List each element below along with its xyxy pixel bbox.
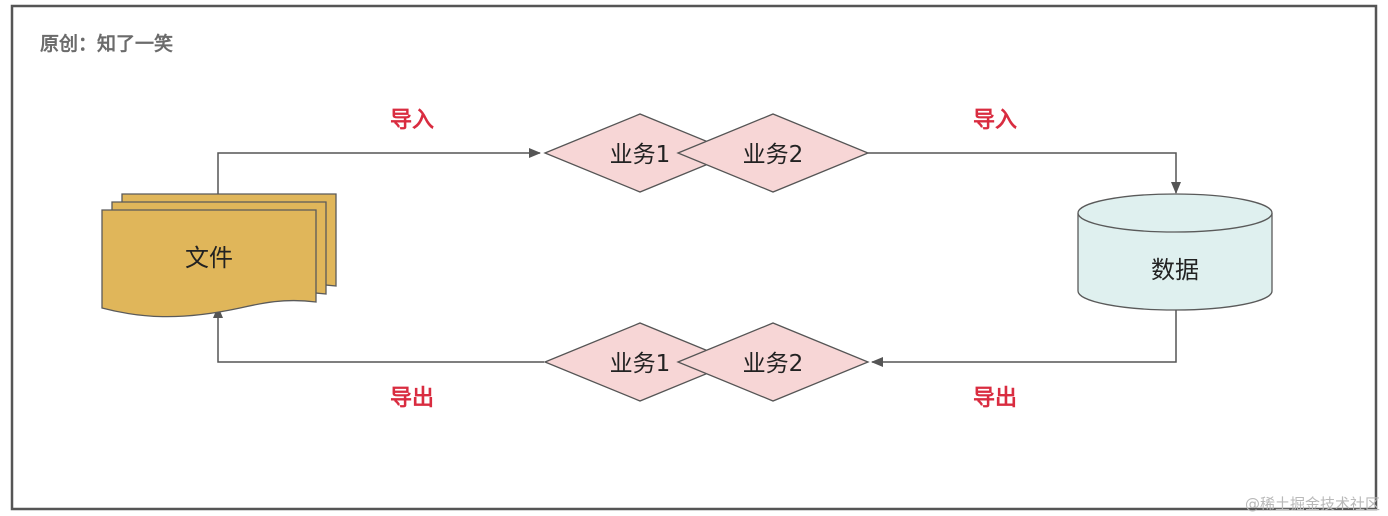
- database-body: [1077, 213, 1273, 311]
- top-business-group: 业务1 业务2: [543, 113, 870, 193]
- database-node[interactable]: 数据: [1077, 193, 1273, 311]
- edge-label-import-left: 导入: [390, 108, 434, 133]
- edge-data-to-business: [871, 310, 1177, 367]
- top-business-2-diamond[interactable]: [676, 113, 870, 193]
- bottom-business-1-label: 业务1: [610, 351, 671, 377]
- top-business-2-label: 业务2: [743, 142, 804, 168]
- edge-business-to-data: [868, 152, 1181, 194]
- edge-label-import-right: 导入: [973, 108, 1017, 133]
- edge-label-export-left: 导出: [390, 386, 434, 411]
- bottom-business-2-label: 业务2: [743, 351, 804, 377]
- file-node[interactable]: 文件: [101, 193, 337, 318]
- bottom-business-2-diamond[interactable]: [676, 322, 870, 402]
- edge-file-to-business: [217, 148, 541, 194]
- watermark-text: @稀土掘金技术社区: [1244, 495, 1380, 513]
- file-label: 文件: [185, 244, 233, 272]
- file-sheet-front: [101, 209, 317, 318]
- edge-business-to-file: [213, 306, 544, 363]
- database-label: 数据: [1151, 256, 1199, 284]
- author-label: 原创：知了一笑: [40, 32, 173, 55]
- top-business-1-label: 业务1: [610, 142, 671, 168]
- edge-label-export-right: 导出: [973, 386, 1017, 411]
- bottom-business-group: 业务1 业务2: [543, 322, 870, 402]
- database-top: [1077, 193, 1273, 233]
